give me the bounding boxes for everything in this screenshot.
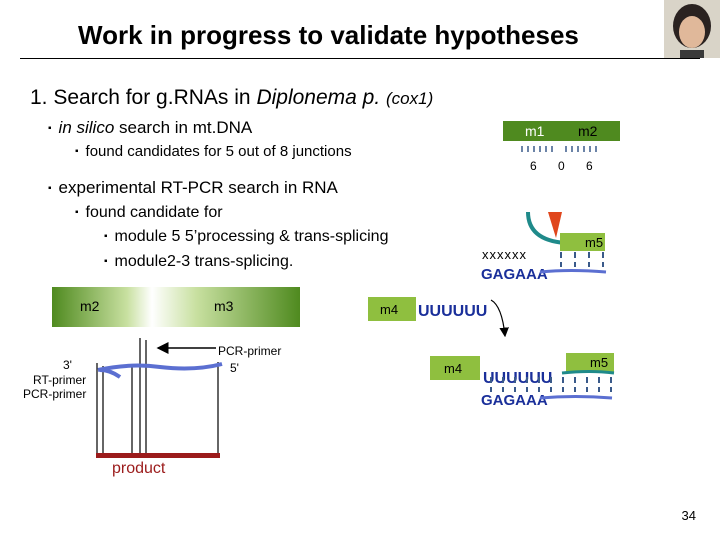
amplicon-boundaries [96,338,219,455]
bullet-square-icon: ▪ [104,256,108,267]
cdna-strand [97,362,223,372]
count-right: 6 [586,159,593,173]
m2-rt-label: m2 [80,298,100,314]
bullet-square-icon: ▪ [48,183,52,194]
m4-top: m4 UUUUUU [368,297,509,338]
mismatch-marks: xxxxxx [482,247,527,262]
bullet-square-icon: ▪ [48,123,52,134]
page-number: 34 [681,508,696,523]
m5-bottom-strand [561,370,615,375]
bullet-insilico-rest: search in mt.DNA [114,118,253,137]
section-heading: 1. Search for g.RNAs in Diplonema p. (co… [30,86,433,110]
cleavage-marker [548,212,562,238]
bullet-module5-text: module 5 5’processing & trans-splicing [114,228,389,245]
m2-block [557,121,620,141]
heading-gene: (cox1) [386,89,434,108]
m1-block [503,121,557,141]
slide-title: Work in progress to validate hypotheses [78,20,579,50]
m3-rt-label: m3 [214,298,234,314]
rtpcr-scheme: m2 m3 PCR-primer 5' 3' RT-primer PCR-pri… [23,287,300,477]
m1-label: m1 [525,123,545,139]
bullet-module23: ▪ module2-3 trans-splicing. [104,253,293,271]
guide-seq-bottom: GAGAAA [481,392,548,409]
guide-strand-bottom [539,395,613,400]
pcr-primer-left-label: PCR-primer [23,387,86,401]
m4-top-label: m4 [380,302,398,317]
bullet-module23-text: module2-3 trans-splicing. [114,253,294,270]
count-left: 6 [530,159,537,173]
u-seq-bottom: UUUUUU [483,370,552,387]
bullet-insilico-sub-text: found candidates for 5 out of 8 junction… [85,143,352,160]
m2-gradient-block [52,287,152,327]
module5-processing: m5 xxxxxx GAGAAA [481,211,607,283]
junction-m1-m2: m1 m2 6 0 6 [503,121,620,173]
rt-primer-label: RT-primer [33,373,86,387]
count-mid: 0 [558,159,565,173]
bullet-square-icon: ▪ [104,231,108,242]
m5-block [560,233,605,251]
bullet-experimental-text: experimental RT-PCR search in RNA [58,178,338,197]
m3-gradient-block [152,287,300,327]
title-divider [20,58,700,59]
bullet-insilico: ▪ in silico search in mt.DNA [48,118,252,138]
m5-bottom-label: m5 [590,355,608,370]
m5-bottom-block [566,353,614,373]
u-seq-top: UUUUUU [418,303,487,320]
guide-strand-top [539,269,607,274]
guide-seq-top: GAGAAA [481,266,548,283]
m2-label: m2 [578,123,598,139]
heading-prefix: 1. Search for g.RNAs in [30,86,257,109]
m4-bottom-label: m4 [444,361,462,376]
m5-label: m5 [585,235,603,250]
presenter-photo [664,0,720,58]
five-prime-label: 5' [230,361,239,375]
pcr-primer-label: PCR-primer [218,344,281,358]
bullet-experimental-sub-text: found candidate for [85,204,223,221]
bullet-experimental-sub: ▪ found candidate for [75,204,223,222]
m4-bottom-block [430,356,480,380]
junction-pairing-marks [521,146,597,152]
heading-species: Diplonema p. [256,86,381,109]
transition-arrow [490,299,509,338]
cdna-tail [99,368,122,379]
bullet-insilico-em: in silico [58,118,115,137]
m4-top-block [368,297,416,321]
product-label: product [112,460,166,477]
bullet-square-icon: ▪ [75,146,79,157]
bullet-module5: ▪ module 5 5’processing & trans-splicing [104,228,388,246]
product-bar [96,453,220,458]
m4-m5-bottom: m4 UUUUUU m5 GAGAAA [430,353,615,409]
bullet-experimental: ▪ experimental RT-PCR search in RNA [48,178,338,198]
pairing-marks-bottom [490,377,612,392]
bullet-square-icon: ▪ [75,207,79,218]
pairing-marks [560,252,604,267]
bullet-insilico-sub: ▪ found candidates for 5 out of 8 junctio… [75,143,352,160]
three-prime-label: 3' [63,358,72,372]
